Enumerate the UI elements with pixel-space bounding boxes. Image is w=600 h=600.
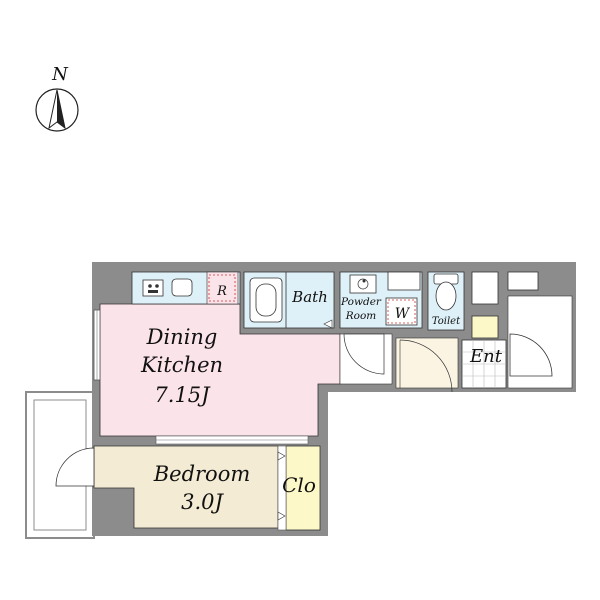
dining-kitchen-label-line2: Kitchen xyxy=(140,353,223,377)
toilet-icon xyxy=(435,281,457,311)
closet-room: Clo xyxy=(277,445,321,531)
toilet-label: Toilet xyxy=(432,316,461,327)
compass: N xyxy=(35,64,79,132)
refrigerator-label: R xyxy=(216,284,227,299)
pipe-space xyxy=(362,279,366,283)
dining-kitchen-label-line1: Dining xyxy=(146,325,218,349)
dining-kitchen-room: R Dining Kitchen 7.15J xyxy=(93,271,341,437)
bedroom-label: Bedroom xyxy=(153,462,251,486)
storage-units xyxy=(387,271,539,339)
washer-space xyxy=(385,297,418,326)
washer-label: W xyxy=(395,306,411,322)
bedroom-room: Bedroom 3.0J xyxy=(93,445,279,529)
bedroom-size: 3.0J xyxy=(181,490,224,514)
balcony-door xyxy=(55,447,95,487)
entrance-label: Ent xyxy=(469,346,503,367)
hallway xyxy=(339,333,459,393)
dining-kitchen-size: 7.15J xyxy=(154,383,211,407)
sink-icon xyxy=(171,278,193,297)
front-door xyxy=(507,295,573,389)
sliding-door xyxy=(155,435,309,445)
north-arrow-icon xyxy=(35,88,79,132)
compass-north-label: N xyxy=(51,64,69,85)
powder-room: Powder Room W xyxy=(339,271,423,329)
closet-label: Clo xyxy=(282,473,316,497)
toilet-room: Toilet xyxy=(427,271,465,331)
powder-room-label-line1: Powder xyxy=(340,296,382,308)
bath-label: Bath xyxy=(291,288,328,306)
bath-room: Bath xyxy=(243,271,335,329)
entrance-area: Ent xyxy=(461,339,507,389)
powder-room-label-line2: Room xyxy=(345,310,377,322)
refrigerator-space xyxy=(206,271,239,305)
stove-icon xyxy=(142,279,164,297)
